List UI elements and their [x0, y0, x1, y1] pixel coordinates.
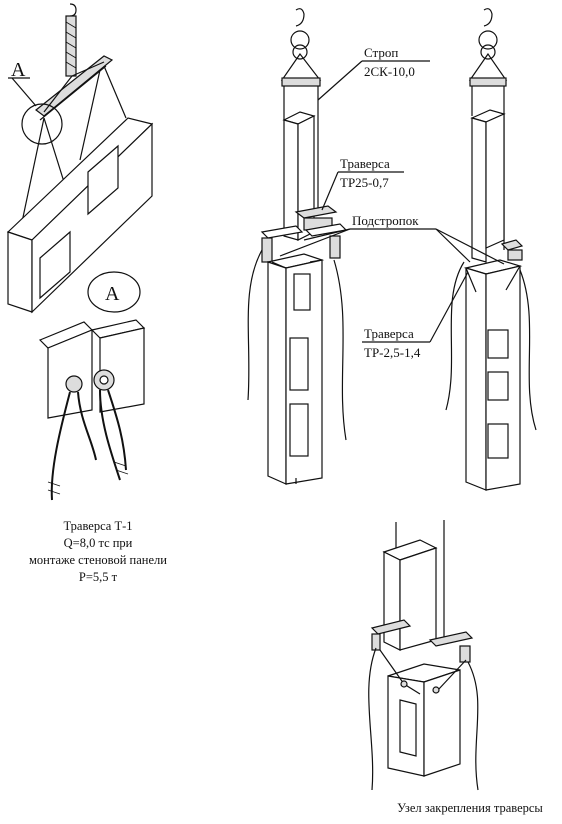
- detail-cable-2: [77, 391, 97, 461]
- node-upper-block: [399, 547, 437, 651]
- panel-end-face: [7, 231, 33, 313]
- lower-column-side: [267, 261, 287, 485]
- callout-circle: [21, 103, 63, 145]
- detail-a-ellipse: [87, 271, 141, 313]
- crane-hook-icon: [69, 3, 77, 17]
- label-sub-sling: Подстропок: [352, 213, 419, 228]
- rope-strand: [368, 647, 377, 791]
- detail-a: А: [38, 271, 146, 501]
- rope-strand: [519, 269, 537, 431]
- detail-beam-left: [47, 329, 93, 419]
- hook-ring-icon: [478, 30, 498, 50]
- column-opening-1: [487, 329, 509, 359]
- caption-line-3: монтаже стеновой панели: [29, 553, 167, 567]
- fixing-node-detail: [368, 520, 479, 791]
- column-opening-3: [289, 403, 309, 457]
- column-opening-2: [289, 337, 309, 391]
- node-lower-side: [423, 669, 461, 777]
- hook-ring-icon: [290, 30, 310, 50]
- detail-cable-1: [50, 391, 71, 501]
- node-crossbar-left: [370, 619, 412, 635]
- crane-hook-icon: [295, 8, 305, 27]
- caption-line-2: Q=8,0 тс при: [64, 536, 133, 550]
- column-opening-3: [487, 423, 509, 459]
- rope-strand: [467, 661, 479, 791]
- column-side-face: [471, 117, 487, 263]
- node-crossbar-right: [428, 631, 474, 647]
- traverse-mid-left: [260, 225, 304, 239]
- wall-panel-assembly: А: [6, 3, 154, 314]
- column-assembly-right: [445, 8, 537, 491]
- detail-cable-3: [99, 389, 121, 481]
- label-beam-mid-code: ТР-2,5-1,4: [364, 345, 421, 360]
- column-upper: [485, 113, 505, 249]
- rope-strand: [445, 261, 465, 411]
- node-opening: [399, 699, 417, 757]
- detail-cable-4: [107, 389, 127, 471]
- labels-group: Строп 2СК-10,0 Траверса ТР25-0,7 Подстро…: [279, 45, 505, 360]
- panel-window-left: [39, 230, 71, 300]
- column-side-face: [283, 119, 299, 241]
- hoist-chain: [65, 15, 77, 77]
- crane-hook-icon: [483, 8, 493, 27]
- callout-letter: А: [11, 59, 26, 81]
- column-opening-1: [293, 273, 311, 311]
- panel-window-right: [87, 144, 119, 216]
- label-beam-mid: Траверса: [364, 326, 414, 341]
- lower-column-side: [465, 267, 487, 491]
- label-beam-top: Траверса: [340, 156, 390, 171]
- caption-line-4: Р=5,5 т: [79, 570, 118, 584]
- sling-block: [281, 77, 321, 87]
- column-opening-2: [487, 371, 509, 401]
- node-upper-side: [383, 551, 401, 651]
- rope-strand: [247, 249, 263, 401]
- traverse-top: [294, 205, 338, 219]
- traverse-beam: [35, 55, 114, 117]
- caption-line-1: Траверса Т-1: [63, 519, 132, 533]
- column-assembly-left: [247, 8, 348, 485]
- caption-bottom: Узел закрепления траверсы: [397, 801, 543, 815]
- rope-strand: [333, 259, 347, 441]
- detail-a-letter: А: [105, 283, 120, 305]
- traverse-top: [500, 239, 524, 251]
- caption-left: Траверса Т-1 Q=8,0 тс при монтаже стенов…: [29, 519, 167, 584]
- label-sling-code: 2СК-10,0: [364, 64, 415, 79]
- label-beam-top-code: ТР25-0,7: [340, 175, 389, 190]
- label-sling: Строп: [364, 45, 398, 60]
- detail-pin-left: [65, 375, 83, 393]
